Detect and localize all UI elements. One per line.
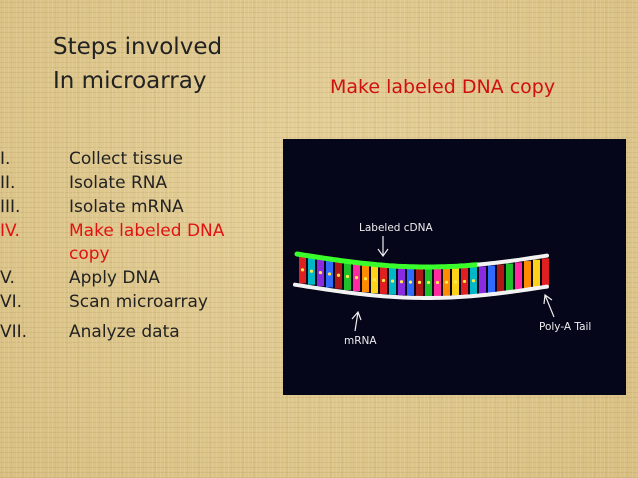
step-item: III. Isolate mRNA <box>0 196 270 219</box>
mrna-upper-backbone <box>477 253 549 267</box>
label-dot <box>336 273 341 277</box>
step-number: VI. <box>0 292 23 312</box>
step-number: II. <box>0 173 16 193</box>
label-dot <box>363 277 368 281</box>
step-number: III. <box>0 197 21 217</box>
base-pair <box>506 263 513 291</box>
base-pair <box>542 258 549 286</box>
base-pairs <box>299 256 549 296</box>
step-text: Analyze data <box>69 322 180 342</box>
cdna-diagram-svg: Labeled cDNA mRNA Poly-A Tail <box>293 222 591 347</box>
label-dot <box>354 276 359 280</box>
base-pair <box>533 259 540 287</box>
label-dot <box>453 280 458 284</box>
title-line-1: Steps involved <box>53 34 223 60</box>
label-poly-a-tail: Poly-A Tail <box>539 321 591 333</box>
base-pair <box>524 261 531 289</box>
label-dot <box>426 280 431 285</box>
step-number: I. <box>0 149 11 169</box>
label-dot <box>309 269 314 273</box>
arrow-up-icon <box>543 293 555 318</box>
label-dot <box>300 268 305 272</box>
label-mrna: mRNA <box>344 335 377 347</box>
label-dot <box>435 280 440 285</box>
label-dot <box>408 280 413 284</box>
step-item: VI. Scan microarray <box>0 291 270 314</box>
label-dot <box>399 280 404 284</box>
label-dot <box>318 271 323 275</box>
label-dot <box>462 279 467 284</box>
label-labeled-cdna: Labeled cDNA <box>359 222 434 234</box>
step-number: VII. <box>0 322 28 342</box>
base-pair <box>488 265 495 293</box>
step-text: Isolate RNA <box>69 173 168 193</box>
label-dot <box>390 279 395 283</box>
step-item: I. Collect tissue <box>0 148 270 171</box>
step-text: Scan microarray <box>69 292 208 312</box>
label-dot <box>381 278 386 283</box>
step-number: IV. <box>0 221 20 241</box>
base-pair <box>479 266 486 294</box>
slide-title: Steps involved In microarray <box>53 30 222 98</box>
step-number: V. <box>0 268 15 288</box>
label-dot <box>372 278 377 282</box>
label-dot <box>345 274 350 279</box>
label-dot <box>417 280 422 284</box>
base-pair <box>515 262 522 290</box>
label-dot <box>471 279 476 283</box>
step-text: Collect tissue <box>69 149 183 169</box>
labeled-cdna-strand <box>294 251 480 270</box>
step-text: Make labeled DNA copy <box>69 221 225 264</box>
step-item: VII. Analyze data <box>0 321 270 344</box>
arrow-down-icon <box>377 236 389 258</box>
title-line-2: In microarray <box>53 68 207 94</box>
step-item-active: IV. Make labeled DNA copy <box>0 220 270 266</box>
step-item: V. Apply DNA <box>0 267 270 290</box>
label-dot <box>444 280 449 284</box>
step-text: Isolate mRNA <box>69 197 184 217</box>
arrow-up-icon <box>351 310 362 332</box>
cdna-diagram: Labeled cDNA mRNA Poly-A Tail <box>283 139 626 395</box>
slide-subtitle: Make labeled DNA copy <box>330 76 556 98</box>
label-dot <box>327 272 332 276</box>
mrna-backbone <box>293 282 549 300</box>
step-item: II. Isolate RNA <box>0 172 270 195</box>
step-text: Apply DNA <box>69 268 160 288</box>
base-pair <box>497 264 504 292</box>
steps-list: I. Collect tissue II. Isolate RNA III. I… <box>0 148 270 345</box>
